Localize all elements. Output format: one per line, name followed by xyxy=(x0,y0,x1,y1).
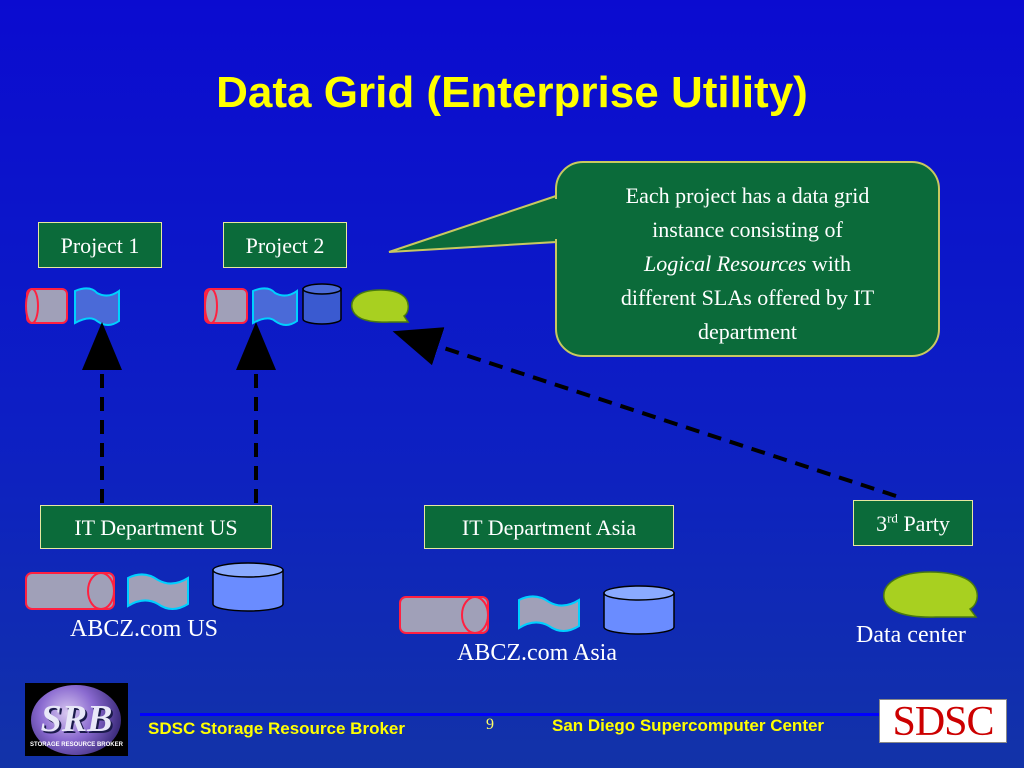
third-party-number: 3 xyxy=(876,511,888,536)
it-department-asia-label: IT Department Asia xyxy=(461,515,637,540)
location-datacenter-label: Data center xyxy=(856,622,966,648)
third-party-sup: rd xyxy=(887,510,898,526)
callout-italic: Logical Resources xyxy=(644,251,807,276)
us-disk-icon xyxy=(212,562,284,612)
project-2-file-icon xyxy=(252,287,298,326)
project-1-box: Project 1 xyxy=(38,222,162,268)
srb-logo-text: SRB xyxy=(40,698,113,740)
project-2-label: Project 2 xyxy=(245,233,325,258)
footer-right-text: San Diego Supercomputer Center xyxy=(552,716,825,735)
callout-pointer xyxy=(388,194,557,253)
asia-tape-icon xyxy=(399,596,489,634)
us-tape-icon xyxy=(25,572,115,610)
asia-disk-icon xyxy=(603,585,675,635)
it-department-us-label: IT Department US xyxy=(74,515,238,540)
asia-file-icon xyxy=(518,595,580,632)
project-1-label: Project 1 xyxy=(60,233,140,258)
project-1-file-icon xyxy=(74,287,120,326)
it-department-us-box: IT Department US xyxy=(40,505,272,549)
third-party-rest: Party xyxy=(897,511,950,536)
project-2-box: Project 2 xyxy=(223,222,347,268)
us-file-icon xyxy=(127,573,189,610)
footer-left-text: SDSC Storage Resource Broker xyxy=(148,719,405,738)
srb-globe-icon xyxy=(31,685,121,755)
callout-box: Each project has a data grid instance co… xyxy=(555,161,940,357)
project-2-disk-icon xyxy=(302,283,342,325)
callout-line-4: different SLAs offered by IT xyxy=(620,285,875,310)
sdsc-logo-text: SDSC xyxy=(892,699,994,745)
callout-line-3: Logical Resources with xyxy=(575,247,920,281)
arrow-third-party-to-project-2 xyxy=(392,327,897,498)
callout-line-5: department xyxy=(698,319,797,344)
footer-divider xyxy=(140,713,880,716)
datacenter-cloud-icon xyxy=(883,571,978,618)
page-number: 9 xyxy=(486,716,494,733)
location-asia-label: ABCZ.com Asia xyxy=(457,640,617,666)
srb-logo: SRB STORAGE RESOURCE BROKER xyxy=(25,683,128,756)
location-us-label: ABCZ.com US xyxy=(70,616,219,642)
project-2-cloud-icon xyxy=(351,289,410,323)
srb-logo-subtext: STORAGE RESOURCE BROKER xyxy=(30,742,123,748)
it-department-asia-box: IT Department Asia xyxy=(424,505,674,549)
callout-after-italic: with xyxy=(806,251,851,276)
slide-title: Data Grid (Enterprise Utility) xyxy=(216,68,808,117)
callout-line-2: instance consisting of xyxy=(652,217,843,242)
callout-pointer-join xyxy=(552,199,560,239)
project-1-tape-icon xyxy=(25,288,68,324)
callout-line-1: Each project has a data grid xyxy=(625,183,870,208)
sdsc-logo: SDSC xyxy=(879,699,1007,745)
third-party-box: 3rd Party xyxy=(853,500,973,546)
project-2-tape-icon xyxy=(204,288,248,324)
